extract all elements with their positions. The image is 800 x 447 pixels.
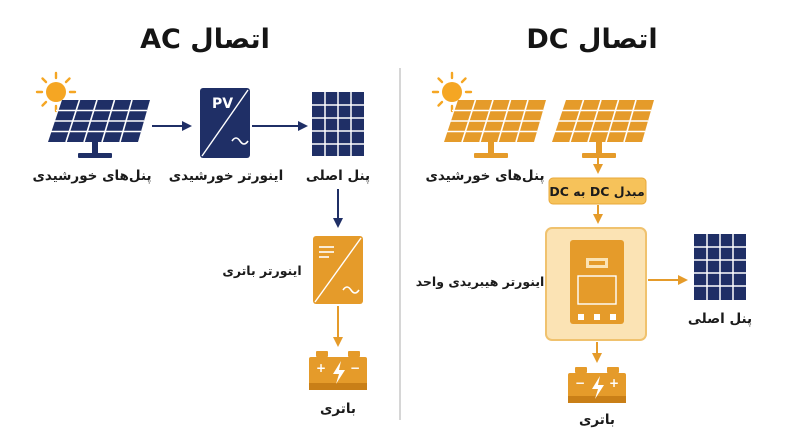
dc-dc-converter-box (548, 177, 647, 205)
electric-panel-icon (694, 234, 746, 300)
battery-inverter-label: اینورتر باتری (222, 263, 301, 278)
solar-panel-icon (552, 99, 654, 158)
dc-main-panel-label: پنل اصلی (688, 311, 752, 327)
sun-icon (431, 71, 473, 113)
ac-battery-label: باتری (320, 401, 356, 417)
svg-text:−: − (350, 361, 360, 375)
battery-icon: + − (309, 351, 367, 390)
ac-title: اتصال AC (140, 24, 270, 55)
solar-panel-icon (444, 99, 546, 158)
ac-main-panel-label: پنل اصلی (306, 168, 370, 184)
svg-text:+: + (609, 376, 619, 390)
hybrid-inverter-label: اینورتر هیبریدی واحد (416, 274, 545, 289)
ac-solar-inverter-label: اینورتر خورشیدی (169, 168, 284, 184)
dc-solar-panels-label: پنل‌های خورشیدی (425, 168, 544, 184)
svg-text:+: + (316, 361, 326, 375)
pv-badge: PV (212, 96, 233, 112)
inverter-icon (313, 236, 363, 304)
svg-text:−: − (575, 376, 585, 390)
solar-panel-icon (48, 99, 150, 158)
dc-dc-converter-label: مبدل DC به DC (549, 184, 644, 199)
inverter-icon (200, 88, 250, 158)
dc-battery-label: باتری (579, 412, 615, 428)
battery-icon: − + (568, 367, 626, 403)
electric-panel-icon (312, 92, 364, 156)
ac-solar-panels-label: پنل‌های خورشیدی (32, 168, 151, 184)
dc-title: اتصال DC (526, 24, 657, 55)
inverter-icon (570, 240, 624, 324)
